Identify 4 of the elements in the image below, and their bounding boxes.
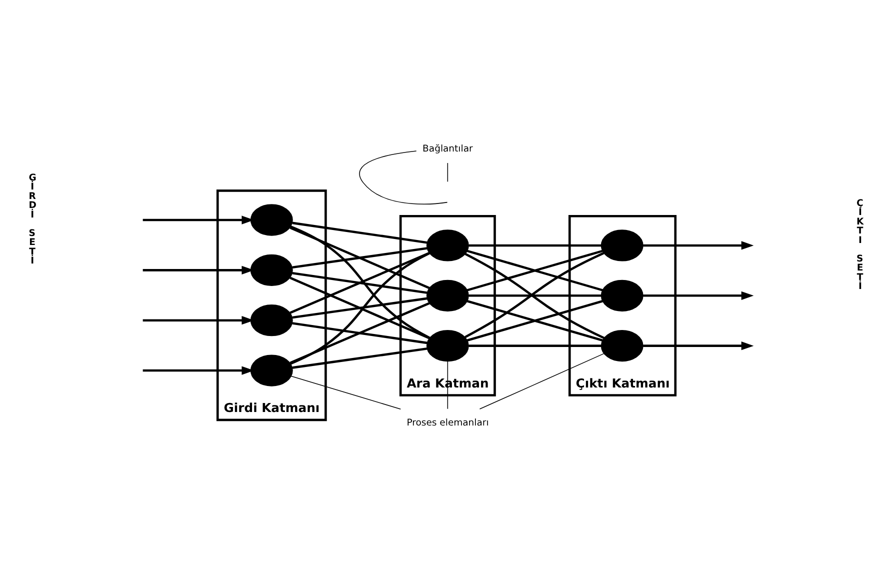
node-text: Proses elemanları [406,416,489,428]
label: GİRDİ SETİ [28,172,36,266]
node-text: Bağlantılar [422,142,473,154]
label: ÇIKTI SETİ [856,197,864,292]
